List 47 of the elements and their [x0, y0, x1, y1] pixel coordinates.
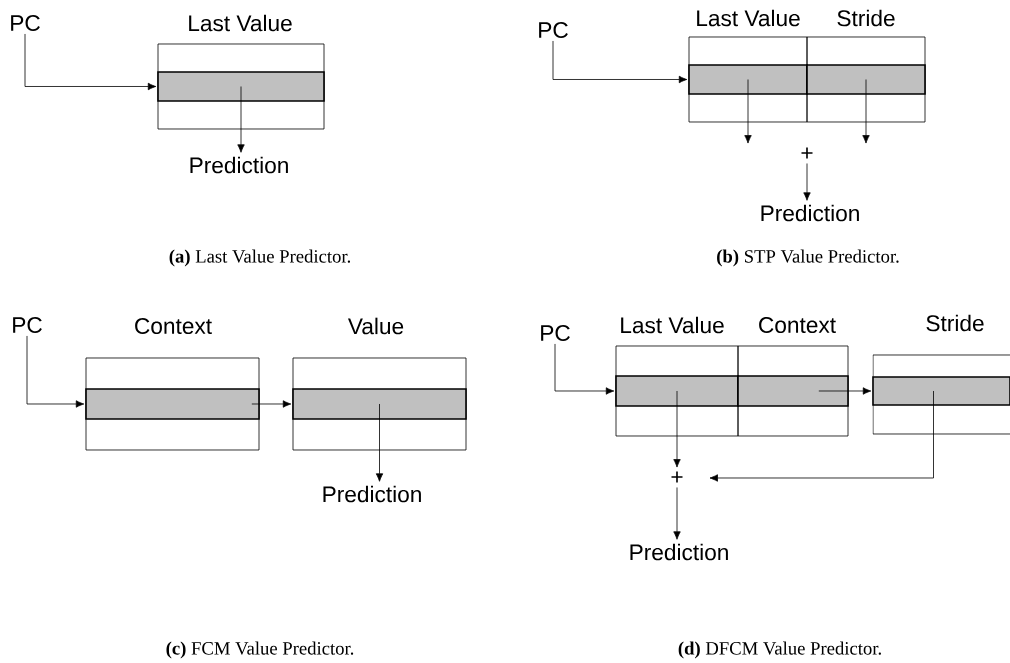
subfigure-caption: (a) Last Value Predictor. [169, 249, 350, 267]
text-label: Prediction [761, 204, 859, 222]
column-heading: Value [347, 317, 404, 335]
highlighted-row [292, 388, 467, 420]
highlighted-row [615, 375, 739, 407]
arrow [673, 487, 681, 540]
text-label: PC [539, 21, 568, 39]
text-label: PC [541, 324, 570, 342]
column-heading: Last Value [621, 316, 724, 334]
highlighted-row [85, 388, 260, 420]
arrow [673, 390, 681, 468]
text-label: PC [13, 316, 42, 334]
arrow [862, 79, 870, 144]
arrow [251, 400, 292, 408]
arrow [818, 387, 872, 395]
table [292, 317, 467, 451]
table [85, 317, 260, 451]
arrow [237, 86, 245, 153]
arrow [375, 403, 384, 482]
arrow [552, 40, 688, 84]
text-label: + [801, 147, 813, 159]
subfigure-caption: (c) FCM Value Predictor. [166, 641, 354, 659]
arrow [709, 390, 934, 482]
column-heading: Last Value [697, 9, 800, 27]
text-label: + [671, 471, 683, 483]
text-label: Prediction [630, 543, 728, 561]
arrow [26, 335, 85, 408]
highlighted-row [737, 375, 849, 407]
text-label: Prediction [190, 156, 288, 174]
column-heading: Stride [926, 314, 984, 332]
highlighted-row [872, 376, 1010, 406]
text-label: Prediction [323, 485, 421, 503]
arrow [554, 343, 615, 395]
column-heading: Context [135, 317, 212, 335]
highlighted-row [688, 64, 808, 95]
column-heading: Last Value [189, 14, 292, 32]
text-label: PC [11, 14, 40, 32]
subfigure-caption: (d) DFCM Value Predictor. [678, 641, 881, 659]
table [872, 314, 1010, 435]
arrow [744, 79, 752, 144]
subfigure-caption: (b) STP Value Predictor. [717, 249, 899, 267]
arrow [24, 33, 157, 91]
column-heading: Context [759, 316, 836, 334]
highlighted-row [806, 64, 926, 95]
highlighted-row [157, 71, 325, 102]
arrow [803, 163, 811, 201]
column-heading: Stride [837, 9, 895, 27]
